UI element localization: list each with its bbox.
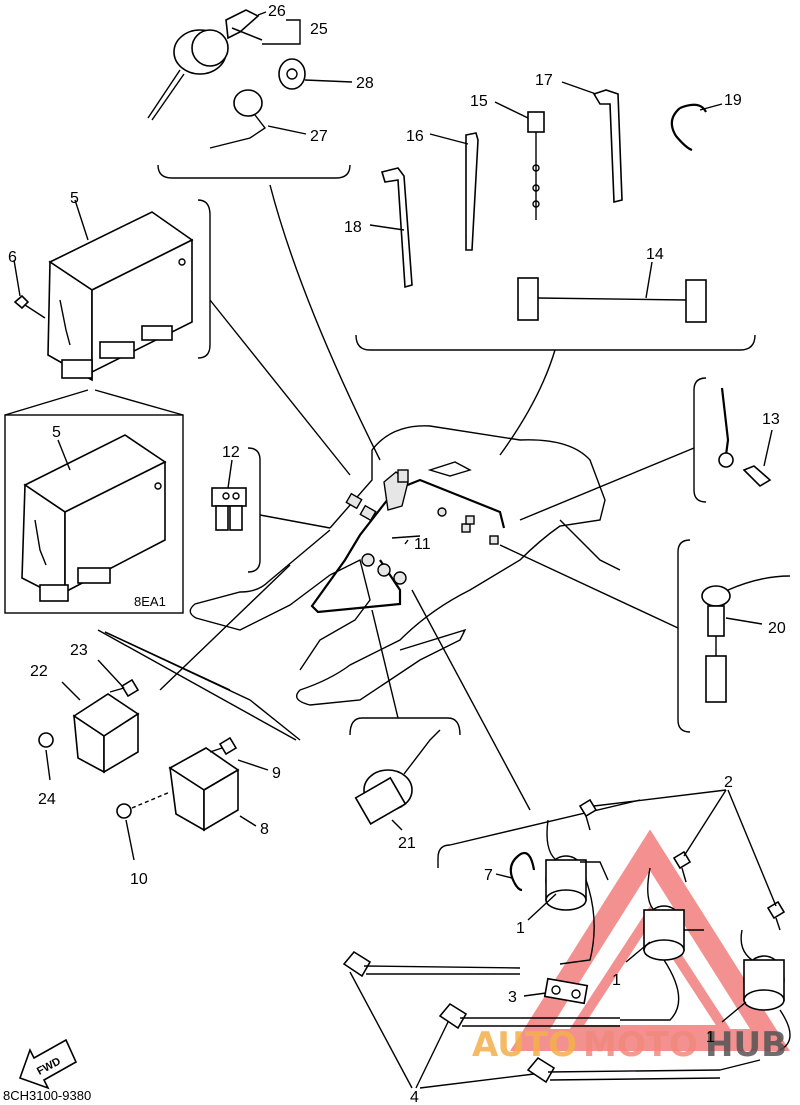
part-number-22: 22 (30, 663, 48, 680)
part-number-1: 1 (706, 1029, 715, 1046)
part-number-4: 4 (410, 1089, 419, 1105)
watermark-text-moto: MOTO (583, 1025, 698, 1065)
part-number-10: 10 (130, 871, 148, 888)
part-number-18: 18 (344, 219, 362, 236)
forward-arrow-icon: FWD (18, 1038, 78, 1090)
part-number-3: 3 (508, 989, 517, 1006)
ecu-inset: 8EA1 (4, 389, 184, 614)
part-number-23: 23 (70, 642, 88, 659)
part-number-1: 1 (612, 972, 621, 989)
part-number-19: 19 (724, 92, 742, 109)
part-number-1: 1 (516, 920, 525, 937)
part-number-8: 8 (260, 821, 269, 838)
part-number-24: 24 (38, 791, 56, 808)
ignition-coils (342, 789, 791, 1089)
part-number-21: 21 (398, 835, 416, 852)
part-number-27: 27 (310, 128, 328, 145)
part-number-labels: 1 1 1 2 3 4 5 5 6 7 8 9 10 11 12 13 14 1… (8, 3, 786, 1105)
part-number-11: 11 (414, 536, 431, 553)
part-number-28: 28 (356, 75, 374, 92)
ecu-assembly (13, 199, 211, 382)
clamps-group (355, 81, 756, 351)
watermark-triangle (510, 829, 790, 1051)
watermark-text-hub: HUB (705, 1025, 787, 1065)
part-number-6: 6 (8, 249, 17, 266)
part-number-26: 26 (268, 3, 286, 20)
condenser-21 (354, 729, 441, 831)
part-number-17: 17 (535, 72, 553, 89)
part-number-16: 16 (406, 128, 424, 145)
inset-code-label: 8EA1 (134, 594, 166, 609)
relay-12 (211, 447, 331, 573)
watermark-text-auto: AUTO (472, 1025, 577, 1065)
part-number-2: 2 (724, 774, 733, 791)
watermark-logo: AUTO MOTO HUB (472, 1025, 787, 1065)
modules-22-8 (38, 629, 297, 861)
part-number-13: 13 (762, 411, 780, 428)
ignition-switch-group (147, 9, 353, 179)
drawing-code-label: 8CH3100-9380 (3, 1088, 91, 1103)
part-number-9: 9 (272, 765, 281, 782)
part-number-25: 25 (310, 21, 328, 38)
ground-lead-13 (693, 377, 773, 503)
part-number-20: 20 (768, 620, 786, 637)
part-number-15: 15 (470, 93, 488, 110)
part-number-5: 5 (70, 190, 79, 207)
part-number-12: 12 (222, 444, 240, 461)
chassis-outline (104, 184, 695, 811)
sensor-20 (677, 539, 791, 733)
part-number-14: 14 (646, 246, 664, 263)
part-number-5: 5 (52, 424, 61, 441)
part-number-7: 7 (484, 867, 493, 884)
